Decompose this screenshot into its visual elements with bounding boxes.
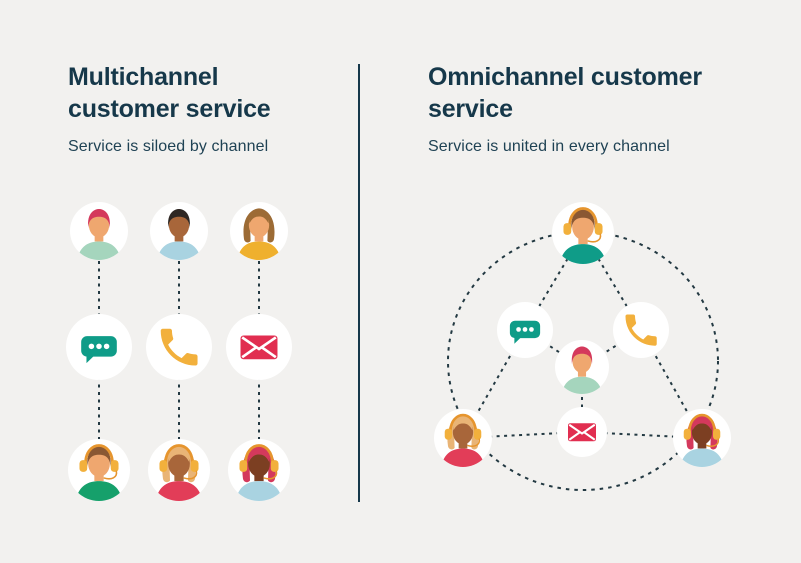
email-icon <box>557 407 607 457</box>
email-icon <box>226 314 292 380</box>
customer-avatar-art <box>237 208 281 260</box>
agent-avatar <box>68 439 130 501</box>
agent-avatar <box>673 409 731 467</box>
left-subtitle: Service is siloed by channel <box>68 138 269 155</box>
chat-icon <box>497 302 553 358</box>
customer-avatar <box>70 202 128 260</box>
agent-avatar-art <box>680 413 724 467</box>
right-subtitle: Service is united in every channel <box>428 138 670 155</box>
agent-avatar-art <box>235 444 283 501</box>
agent-avatar-art <box>441 413 485 467</box>
customer-avatar-art <box>77 208 121 260</box>
agent-avatar-art <box>155 444 203 501</box>
left-panel: Multichannel customer service Service is… <box>68 62 320 156</box>
customer-avatar-art <box>157 208 201 260</box>
left-title: Multichannel customer service <box>68 63 271 123</box>
panel-divider <box>358 64 360 502</box>
phone-icon-art <box>625 314 657 346</box>
agent-avatar-art <box>75 444 123 501</box>
email-icon-art <box>240 335 278 360</box>
phone-icon-art <box>160 328 198 366</box>
agent-avatar <box>552 202 614 264</box>
agent-avatar-art <box>559 207 607 264</box>
chat-icon-art <box>81 336 117 364</box>
phone-icon <box>613 302 669 358</box>
customer-avatar <box>150 202 208 260</box>
customer-avatar <box>555 340 609 394</box>
right-title: Omnichannel customer service <box>428 63 702 123</box>
customer-avatar <box>230 202 288 260</box>
agent-avatar <box>228 439 290 501</box>
phone-icon <box>146 314 212 380</box>
right-panel: Omnichannel customer service Service is … <box>428 62 713 156</box>
agent-avatar <box>148 439 210 501</box>
email-icon-art <box>568 423 596 442</box>
chat-icon-art <box>509 320 541 344</box>
chat-icon <box>66 314 132 380</box>
customer-avatar-art <box>561 346 603 394</box>
agent-avatar <box>434 409 492 467</box>
